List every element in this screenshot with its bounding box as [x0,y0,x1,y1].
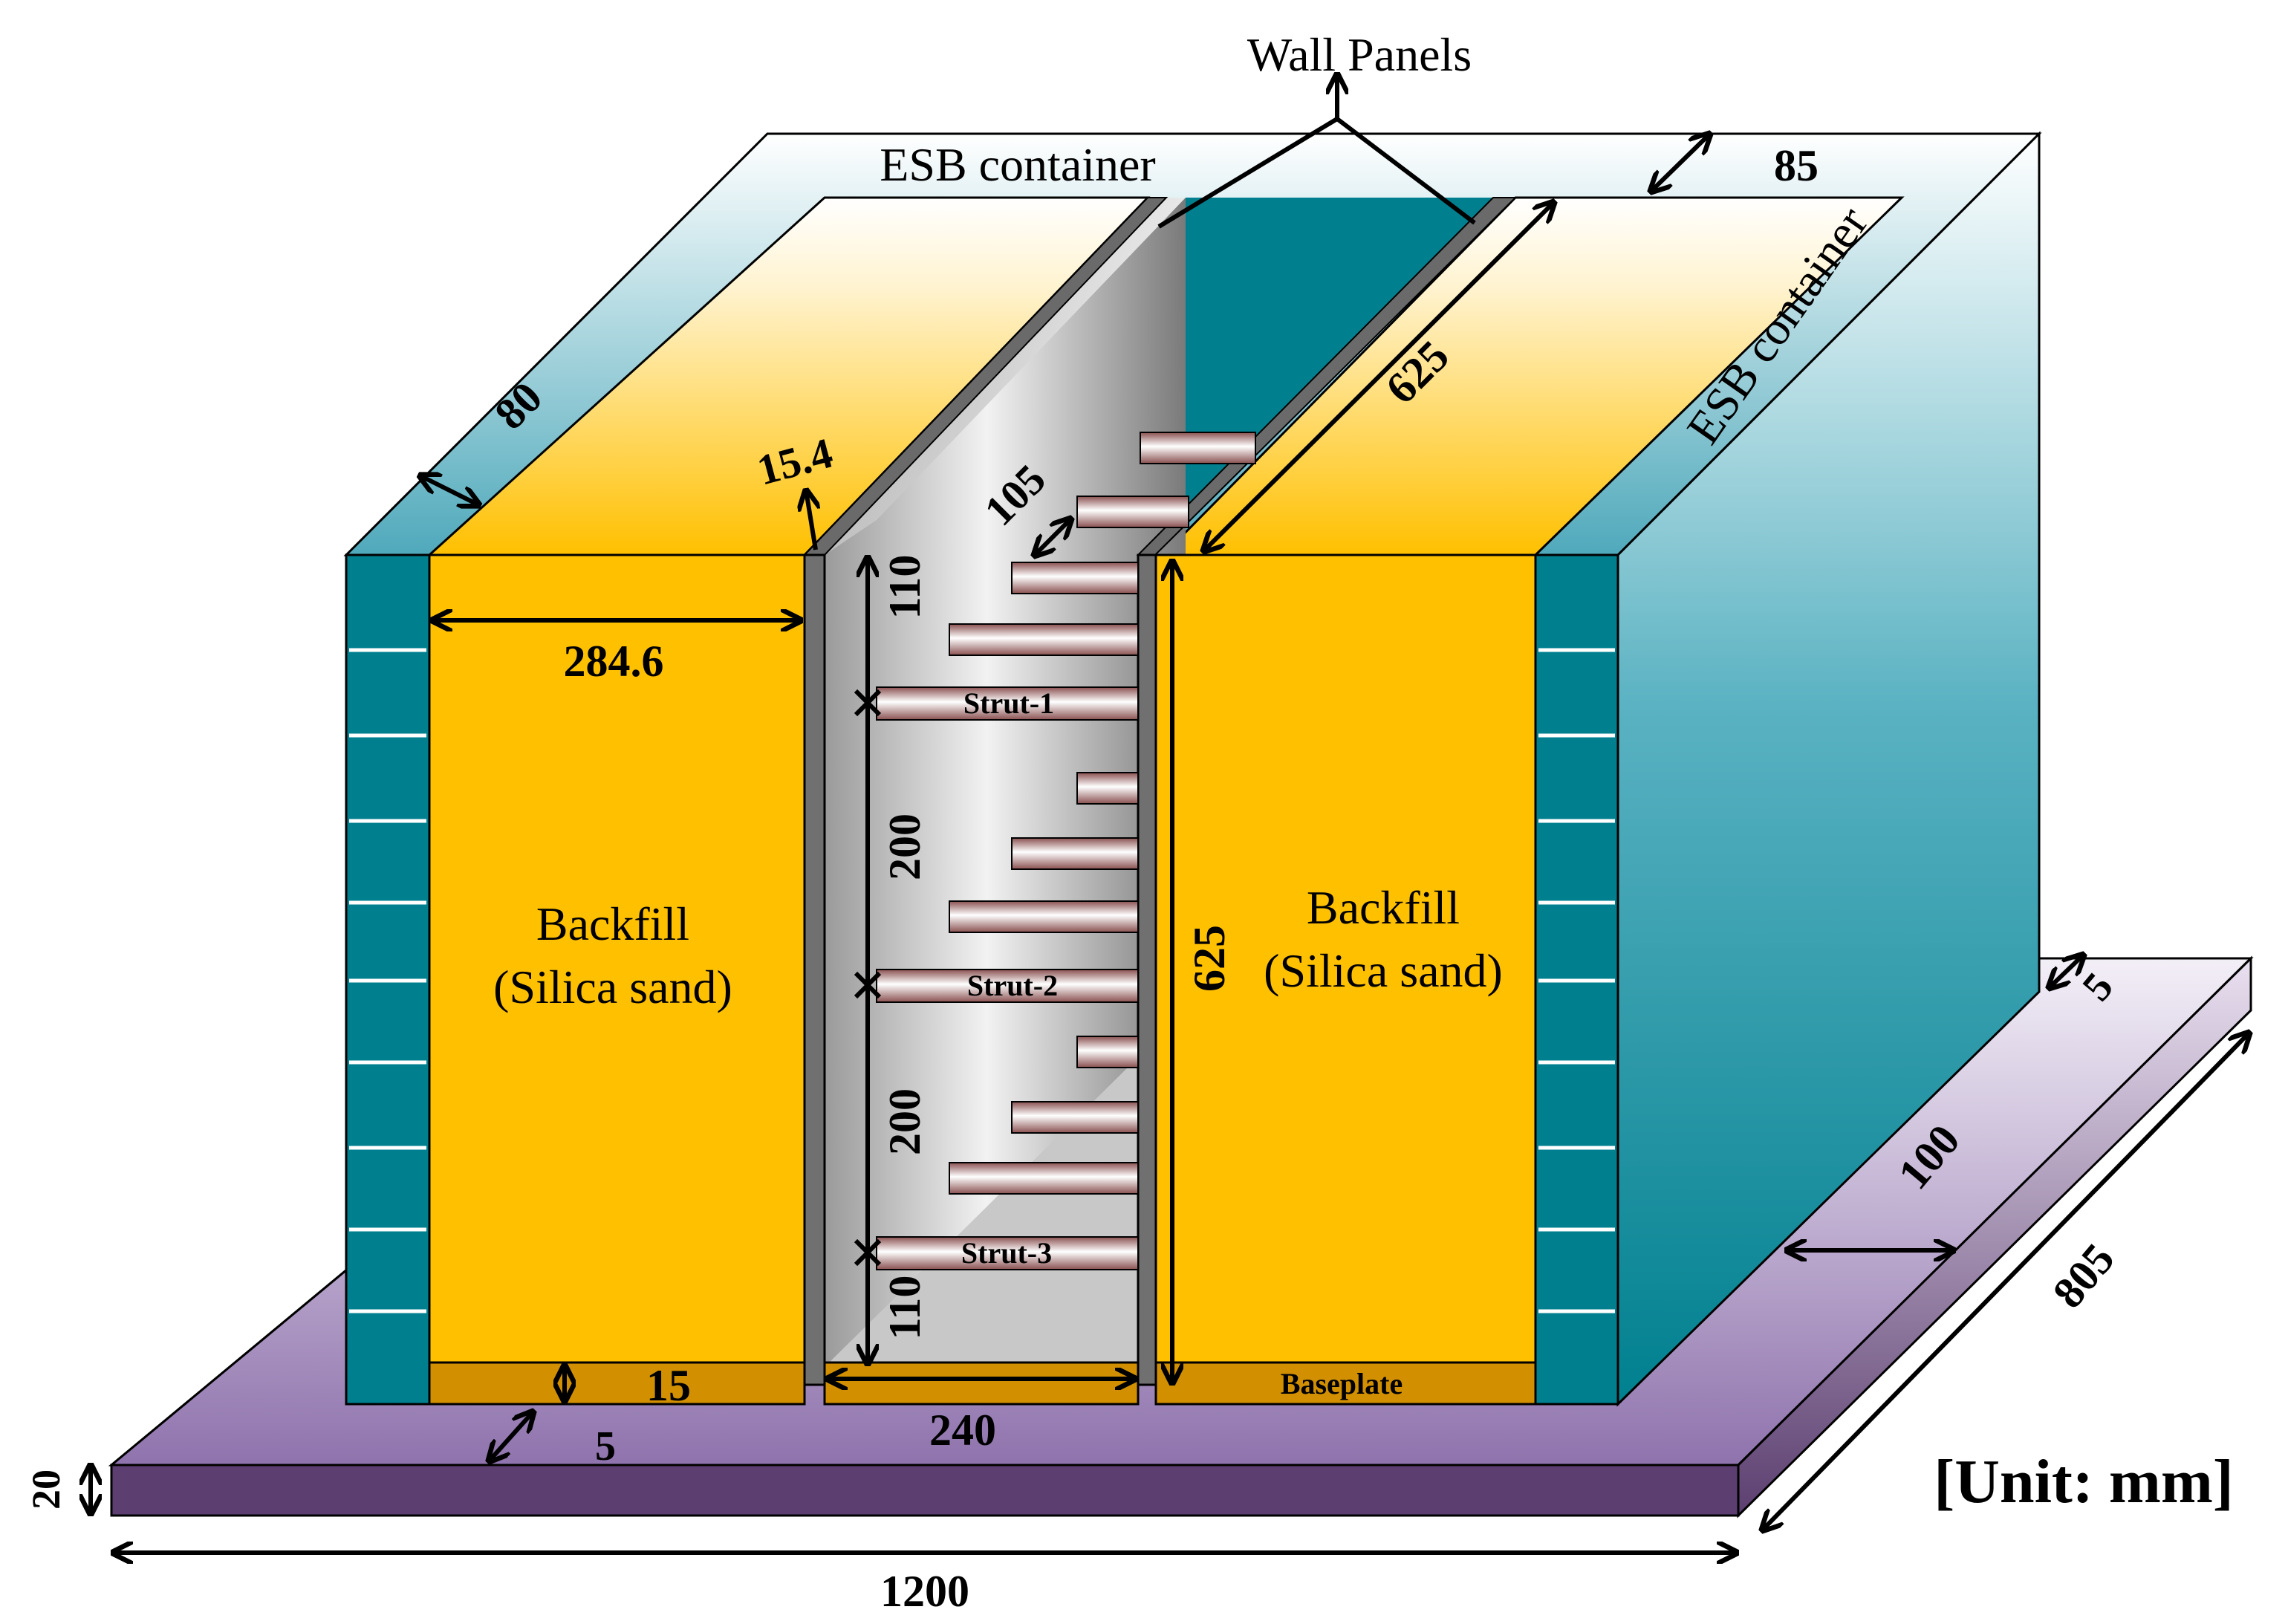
dim-5-left: 5 [595,1423,616,1469]
dim-110-top: 110 [880,555,929,620]
struts [876,432,1256,1270]
dim-85-line [1651,134,1710,192]
dim-240: 240 [929,1406,996,1455]
wall-panel-left [803,553,826,1386]
strut [1011,837,1139,870]
trench [805,198,1186,1367]
backfill-left-sub-label: (Silica sand) [493,961,732,1013]
esb-container-top-label: ESB container [880,138,1155,191]
strut [1011,562,1139,594]
backfill-right-sub-label: (Silica sand) [1264,944,1503,997]
dim-20: 20 [24,1469,68,1510]
backfill [428,553,1537,1406]
dim-805-line [1762,1033,2249,1530]
baseplate-label: Baseplate [1281,1367,1403,1400]
dim-625-top-line [1203,202,1554,551]
strut-3-label: Strut-3 [961,1236,1052,1270]
strut [1076,772,1139,805]
strut-2-label: Strut-2 [967,969,1058,1002]
dim-105-line [1034,519,1071,556]
dimension-lines [91,74,2249,1553]
wall-panels-label: Wall Panels [1247,28,1472,81]
wall-panel-right [1137,553,1157,1386]
strut [1076,1036,1139,1068]
dim-80-line [420,475,479,505]
strut-3-marker [854,1238,882,1267]
strut [949,623,1139,656]
strut-2-marker [854,971,882,999]
strut-3 [876,1236,1139,1270]
dim-1200: 1200 [880,1567,969,1616]
strut [949,1162,1139,1195]
baseplate-right [1154,1361,1537,1406]
dim-5-right-line [2049,955,2084,988]
strut [1011,1101,1139,1134]
baseplate-left [428,1361,806,1406]
platform-front-face [110,1464,1740,1517]
strut-1-label: Strut-1 [963,686,1054,720]
left-backfill-front [428,553,806,1364]
esb-laminar-frames [345,553,1619,1406]
wall-panels-pointer [1157,74,1476,229]
strut [949,900,1139,933]
dim-200-a: 200 [880,813,929,880]
strut [1076,496,1189,528]
dim-625-right: 625 [1185,925,1234,992]
dim-200-b: 200 [880,1088,929,1155]
dim-284-6: 284.6 [564,637,664,686]
dim-15-4-line [806,490,816,550]
strut [1140,432,1256,464]
trench-back [825,198,1186,1367]
dim-85: 85 [1774,141,1819,190]
dim-805: 805 [2043,1234,2123,1316]
dim-110-bottom: 110 [880,1276,929,1340]
dim-5-left-line [489,1412,533,1461]
backfill-right-label: Backfill [1307,881,1460,934]
strut-1-marker [854,689,882,717]
dim-15: 15 [646,1361,691,1410]
strut-1 [876,686,1139,721]
laminae-lines [349,648,1615,1313]
unit-label: [Unit: mm] [1934,1447,2234,1516]
baseplate-mid [823,1361,1140,1406]
backfill-left-label: Backfill [536,897,689,950]
